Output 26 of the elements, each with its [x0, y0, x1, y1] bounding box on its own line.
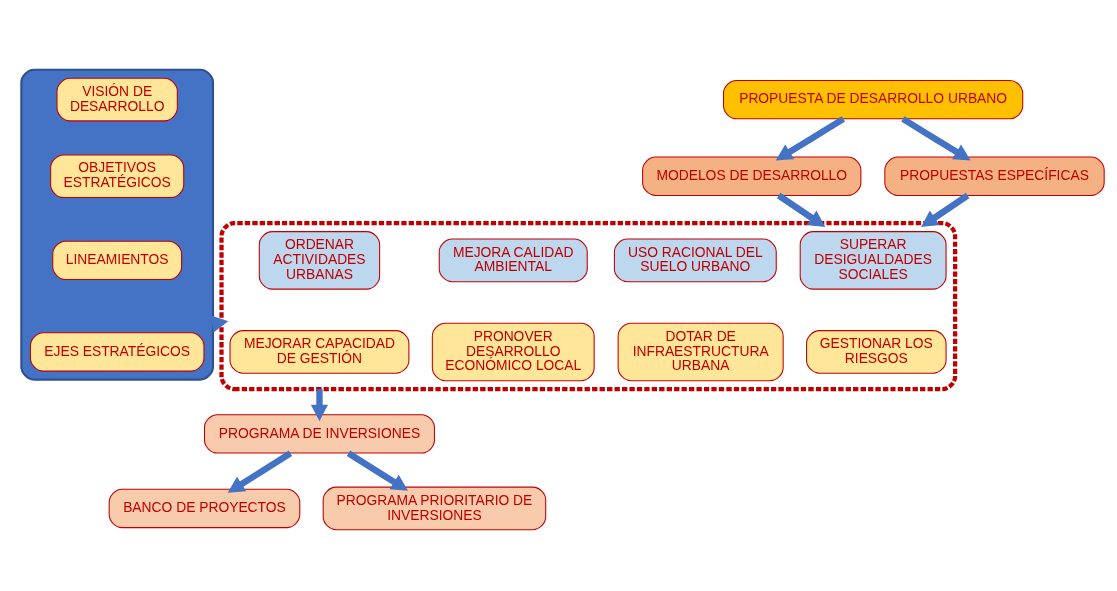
node-box: LINEAMIENTOS	[52, 240, 183, 281]
node-box: PROPUESTA DE DESARROLLO URBANO	[723, 79, 1024, 120]
node-box: MEJORA CALIDAD AMBIENTAL	[438, 238, 588, 283]
node-box: MODELOS DE DESARROLLO	[642, 156, 862, 196]
node-box: VISIÓN DE DESARROLLO	[56, 77, 178, 122]
arrow	[901, 116, 971, 161]
node-box: ORDENAR ACTIVIDADES URBANAS	[258, 231, 381, 290]
node-box: MEJORAR CAPACIDAD DE GESTIÓN	[229, 330, 410, 374]
node-box: SUPERAR DESIGUALDADES SOCIALES	[799, 231, 947, 290]
arrow	[310, 389, 329, 422]
node-box: OBJETIVOS ESTRATÉGICOS	[50, 154, 185, 199]
arrow	[921, 192, 970, 227]
node-box: DOTAR DE INFRAESTRUCTURA URBANA	[617, 322, 784, 382]
arrow	[346, 450, 409, 491]
node-box: GESTIONAR LOS RIESGOS	[806, 330, 947, 374]
node-box: PROPUESTAS ESPECÍFICAS	[884, 156, 1105, 196]
node-box: PRONOVER DESARROLLO ECONÓMICO LOCAL	[431, 322, 595, 382]
node-box: USO RACIONAL DEL SUELO URBANO	[613, 238, 777, 283]
node-box: PROGRAMA DE INVERSIONES	[203, 414, 435, 454]
arrow	[776, 192, 826, 227]
arrow	[227, 450, 293, 493]
node-box: PROGRAMA PRIORITARIO DE INVERSIONES	[322, 486, 547, 531]
node-box: EJES ESTRATÉGICOS	[29, 332, 205, 372]
arrow	[775, 116, 846, 161]
cluster	[219, 220, 958, 392]
node-box: BANCO DE PROYECTOS	[108, 488, 301, 529]
